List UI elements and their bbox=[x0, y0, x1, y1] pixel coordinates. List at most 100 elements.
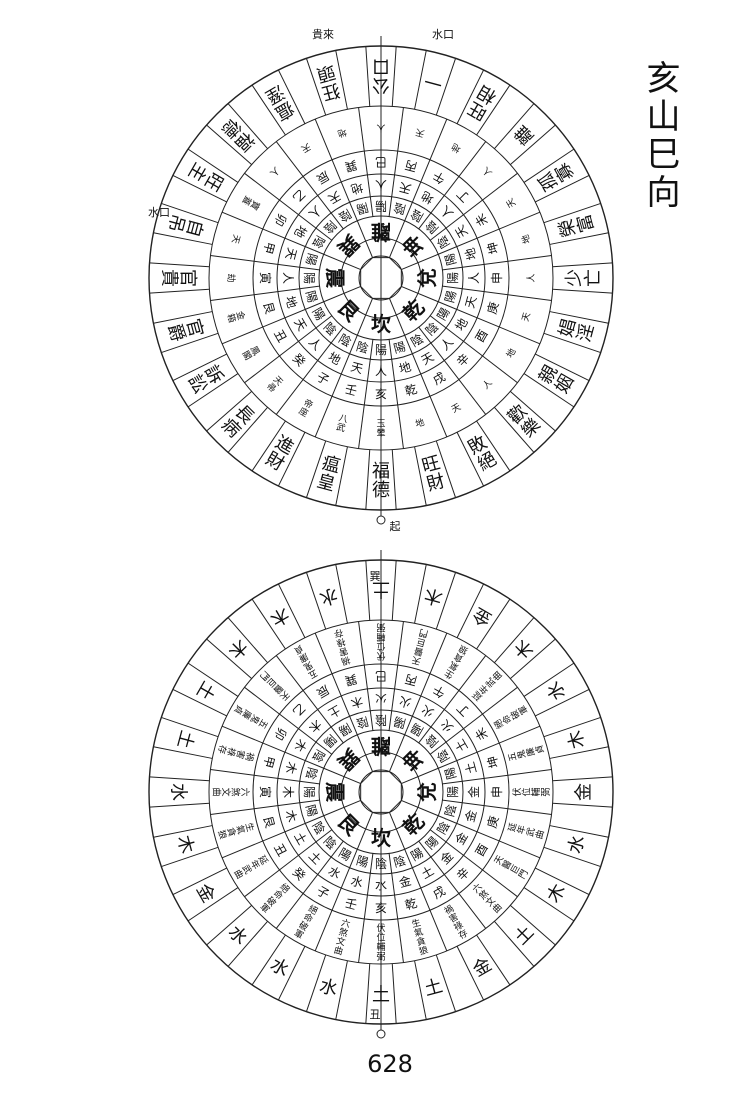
ring-cell-char: 陰 bbox=[434, 747, 452, 764]
ring-cell-char: 天 bbox=[450, 402, 463, 415]
ring-cell-bottom-wuxing-2: 水 bbox=[326, 864, 343, 882]
sector-divider-top-12 bbox=[388, 107, 404, 217]
ring-cell-char: 金 bbox=[573, 783, 594, 801]
sector-divider-top-8 bbox=[244, 172, 333, 241]
outer-divider-top-25 bbox=[414, 50, 427, 110]
ring-cell-top-tiandi-11: 地 bbox=[349, 180, 364, 197]
ring-cell-char: 亡 bbox=[583, 269, 604, 287]
ring-cell-char: 陽 bbox=[336, 845, 353, 863]
ring-cell-bottom-wuxing-13: 火 bbox=[398, 694, 413, 711]
ring-cell-char: 陰 bbox=[309, 747, 327, 764]
sector-divider-top-18 bbox=[442, 285, 552, 301]
ring-cell-char: 武 bbox=[524, 826, 538, 838]
ring-cell-char: 天 bbox=[326, 188, 343, 206]
ring-cell-char: 弼 bbox=[376, 622, 385, 633]
outer-divider-bottom-30 bbox=[509, 638, 556, 679]
ring-cell-char: 巳 bbox=[375, 155, 387, 169]
ring-cell-top-tiandi-9: 人 bbox=[306, 203, 324, 221]
ring-cell-char: 狂 bbox=[320, 79, 343, 104]
ring-cell-char: 丙 bbox=[403, 157, 418, 174]
outer-divider-top-12 bbox=[149, 262, 210, 268]
ring-cell-bottom-wuxing-12: 火 bbox=[375, 692, 387, 706]
ring-cell-top-yinyang-16: 陰 bbox=[434, 233, 452, 250]
outer-divider-bottom-1 bbox=[335, 960, 348, 1020]
ring-cell-char: 祿 bbox=[335, 635, 347, 649]
ring-cell-top-mountains-11: 巽 bbox=[343, 157, 358, 174]
ring-cell-char: 陰 bbox=[434, 819, 452, 836]
outer-divider-top-35 bbox=[552, 262, 613, 268]
outer-divider-bottom-24 bbox=[391, 560, 397, 621]
ring-cell-top-yinyang-19: 陽 bbox=[442, 289, 459, 304]
outer-divider-top-47 bbox=[391, 449, 397, 510]
sector-divider-bottom-14 bbox=[418, 655, 487, 744]
ring-cell-char: 天 bbox=[411, 654, 422, 666]
ring-cell-bottom-yinyang-16: 陰 bbox=[434, 747, 452, 764]
ring-cell-char: 伏 bbox=[511, 787, 523, 796]
ring-cell-top-mountains-23: 乾 bbox=[403, 382, 418, 399]
ring-cell-bottom-outer-0: 土 bbox=[372, 984, 390, 1005]
ring-cell-char: 人 bbox=[306, 335, 324, 353]
ring-cell-top-tiandi-2: 地 bbox=[326, 350, 343, 368]
ring-cell-top-mountains-19: 庚 bbox=[484, 300, 502, 315]
ring-cell-char: 氣 bbox=[413, 926, 425, 940]
ring-cell-char: 陽 bbox=[446, 786, 460, 798]
ring-cell-top-stars-19: 天 bbox=[521, 311, 533, 322]
ring-cell-char: 門 bbox=[418, 626, 430, 639]
ring-cell-top-gods-18: 少亡 bbox=[564, 269, 604, 287]
ring-cell-char: 貴 bbox=[158, 269, 179, 287]
ring-cell-bottom-wuxing-1: 水 bbox=[349, 874, 364, 891]
ring-cell-char: 自 bbox=[182, 217, 207, 240]
ring-cell-top-stars-5: 金箱 bbox=[224, 310, 247, 324]
trigram-divider-top-0 bbox=[356, 298, 374, 336]
sector-divider-top-20 bbox=[429, 315, 518, 384]
outer-divider-top-33 bbox=[543, 202, 601, 224]
ring-cell-char: 天 bbox=[299, 141, 312, 154]
sector-divider-bottom-9 bbox=[275, 655, 344, 744]
outer-divider-bottom-22 bbox=[335, 564, 348, 624]
ring-cell-top-gods-17: 榮富 bbox=[555, 212, 598, 240]
ring-cell-char: 巳 bbox=[375, 669, 387, 683]
sector-divider-top-9 bbox=[275, 141, 344, 230]
ring-cell-top-mountains-5: 艮 bbox=[260, 300, 277, 315]
label-top-right: 水口 bbox=[432, 28, 454, 41]
outer-divider-top-45 bbox=[435, 440, 457, 498]
outer-divider-top-28 bbox=[476, 84, 511, 136]
ring-cell-char: 戌 bbox=[430, 370, 447, 388]
outer-divider-bottom-11 bbox=[149, 802, 210, 808]
ring-cell-bottom-mountains-9: 乙 bbox=[290, 701, 308, 719]
outer-divider-top-36 bbox=[552, 288, 613, 294]
outer-divider-top-27 bbox=[456, 69, 485, 124]
ring-cell-char: 年 bbox=[515, 824, 529, 836]
ring-cell-bottom-mountains-18: 申 bbox=[490, 786, 504, 798]
ring-cell-top-mountains-22: 戌 bbox=[430, 370, 447, 388]
ring-cell-char: 辇 bbox=[376, 427, 385, 439]
ring-cell-top-gods-8: 旺主 bbox=[184, 159, 228, 195]
trigram-divider-bottom-2 bbox=[323, 767, 361, 785]
ring-cell-char: 害 bbox=[337, 645, 349, 659]
ring-cell-char: 曲 bbox=[534, 829, 547, 841]
ring-cell-char: 曲 bbox=[333, 945, 345, 958]
ring-cell-top-mountains-21: 辛 bbox=[454, 351, 472, 369]
ring-cell-char: 天 bbox=[453, 223, 471, 240]
ring-cell-char: 地 bbox=[463, 246, 480, 261]
sector-divider-top-1 bbox=[314, 335, 358, 438]
ring-cell-top-yinyang-17: 陽 bbox=[442, 252, 459, 267]
ring-cell-top-gods-5: 官爵 bbox=[164, 317, 207, 345]
ring-cell-bottom-mountains-16: 未 bbox=[473, 725, 491, 742]
ring-cell-char: 煞 bbox=[337, 926, 349, 940]
outer-divider-top-22 bbox=[335, 50, 348, 110]
sector-divider-top-13 bbox=[404, 118, 448, 221]
ring-cell-top-gods-9: 福德 bbox=[217, 114, 258, 155]
ring-cell-char: 午 bbox=[430, 168, 447, 186]
sector-divider-top-4 bbox=[221, 301, 324, 345]
sector-divider-bottom-6 bbox=[210, 769, 320, 785]
ring-cell-char: 劫 bbox=[225, 273, 237, 282]
ring-cell-char: 木 bbox=[283, 760, 300, 775]
ring-cell-bottom-yinyang-0: 陰 bbox=[375, 857, 387, 871]
outer-divider-top-34 bbox=[549, 232, 609, 245]
ring-cell-bottom-mountains-22: 戌 bbox=[430, 884, 447, 902]
outer-divider-bottom-45 bbox=[435, 954, 457, 1012]
